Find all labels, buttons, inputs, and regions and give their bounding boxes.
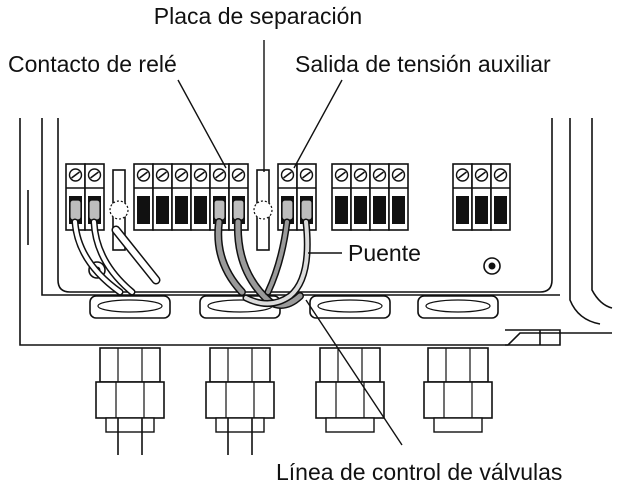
cable-gland-1	[95, 347, 165, 433]
terminal-block-relay-left	[66, 164, 104, 230]
leader-aux-voltage	[293, 79, 343, 169]
terminal-block-middle	[134, 164, 210, 230]
cables-out	[117, 418, 253, 455]
terminal-block-aux-voltage	[278, 164, 316, 230]
cable-seal-4	[417, 295, 499, 319]
leader-lines	[177, 40, 403, 446]
leader-valve-control	[305, 299, 403, 446]
wires-relay-left	[71, 218, 161, 296]
cable-seal-1	[89, 295, 171, 319]
jumper-wire	[242, 218, 311, 307]
cable-gland-4	[423, 347, 493, 433]
label-valve-control-line: Línea de control de válvulas	[276, 459, 562, 485]
cable-seal-3	[309, 295, 391, 319]
mounting-screw-right	[483, 257, 501, 275]
cable-gland-2	[205, 347, 275, 433]
label-aux-voltage-output: Salida de tensión auxiliar	[295, 51, 551, 77]
terminal-block-far-right	[453, 164, 510, 230]
leader-relay-contact	[177, 79, 227, 169]
terminal-block-right	[332, 164, 408, 230]
label-separator-plate: Placa de separación	[154, 3, 362, 29]
housing	[19, 118, 613, 346]
label-jumper: Puente	[348, 240, 421, 266]
label-relay-contact: Contacto de relé	[8, 51, 177, 77]
separator-plate	[253, 169, 273, 251]
cable-gland-3	[315, 347, 385, 433]
